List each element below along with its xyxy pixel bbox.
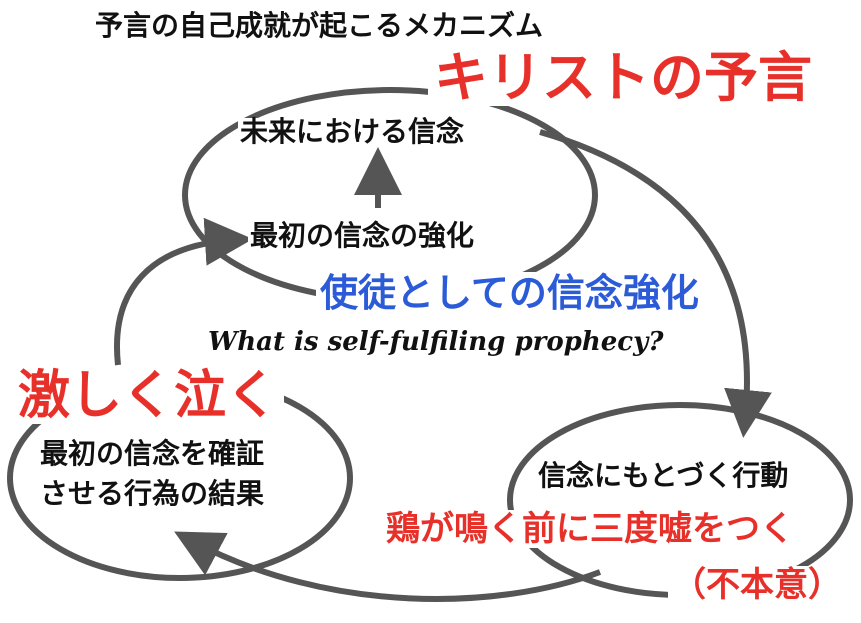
arrow-result-to-strengthen	[114, 217, 253, 366]
node-action: 信念にもとづく行動	[536, 459, 791, 492]
node-future-belief: 未来における信念	[238, 115, 467, 148]
arrow-action-to-result	[174, 531, 602, 602]
annotation-apostle: 使徒としての信念強化	[316, 272, 703, 314]
annotation-cry: 激しく泣く	[12, 368, 285, 424]
annotation-denial: 鶏が鳴く前に三度嘘をつく	[382, 510, 798, 548]
annotation-unwilling: （不本意）	[668, 566, 846, 604]
page-title: 予言の自己成就が起こるメカニズム	[95, 9, 544, 42]
arrow-future-to-action	[539, 129, 772, 438]
node-result-line2: させる行為の結果	[38, 477, 267, 510]
node-initial-strengthen: 最初の信念の強化	[248, 219, 477, 252]
subtitle-english: What is self-fulfiling prophecy?	[208, 327, 664, 357]
node-result-line1: 最初の信念を確証	[38, 437, 267, 470]
overlay-title: キリストの予言	[428, 48, 818, 106]
